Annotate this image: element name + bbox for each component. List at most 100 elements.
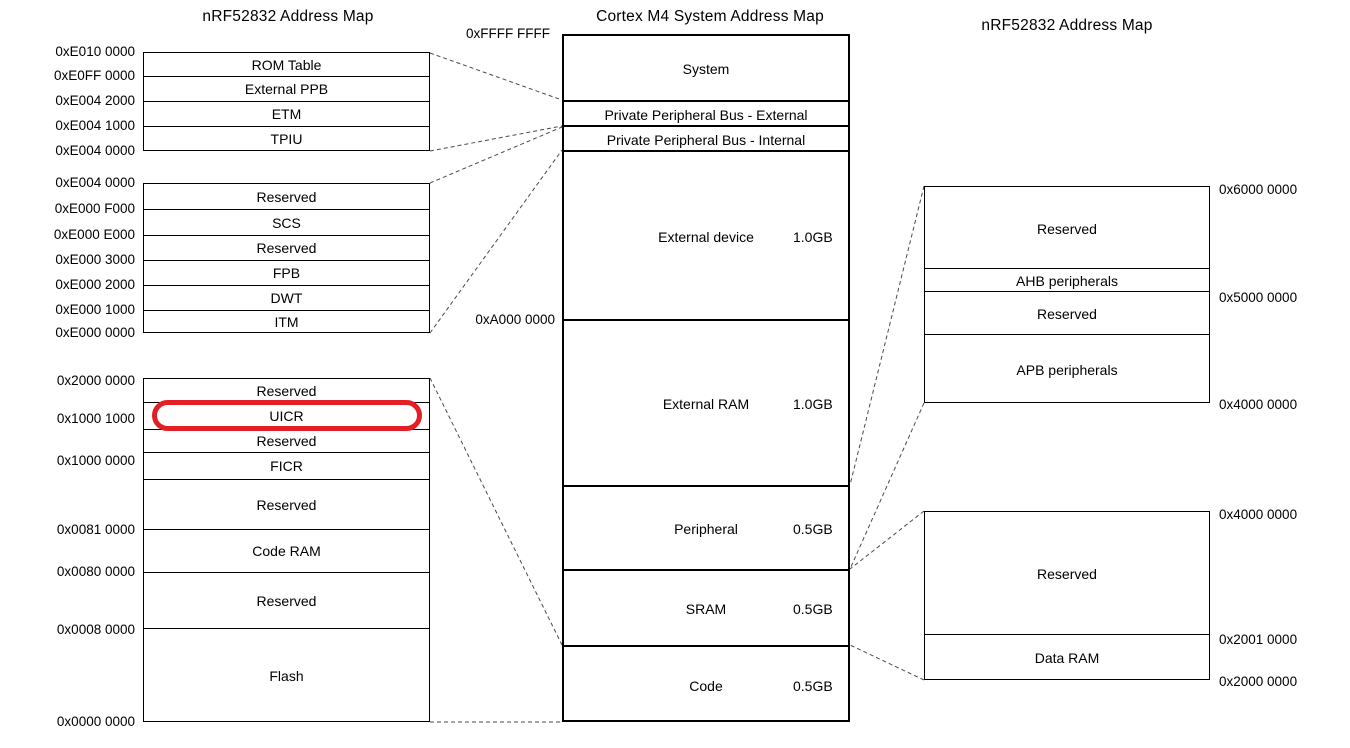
memory-region-label: APB peripherals bbox=[1016, 361, 1118, 378]
memory-region-label: Reserved bbox=[1037, 306, 1097, 323]
memory-region-row: Data RAM bbox=[925, 634, 1209, 681]
memory-region-label: UICR bbox=[269, 408, 304, 425]
size-label: 0.5GB bbox=[793, 677, 833, 694]
address-label: 0x6000 0000 bbox=[1219, 182, 1298, 197]
memory-region-row: ROM Table bbox=[144, 53, 429, 77]
memory-region-label: SCS bbox=[272, 214, 301, 231]
memory-region-label: AHB peripherals bbox=[1016, 273, 1118, 290]
connector-line bbox=[429, 149, 563, 334]
memory-region-row: TPIU bbox=[144, 125, 429, 153]
left-map-title: nRF52832 Address Map bbox=[202, 8, 374, 25]
memory-region-label: Reserved bbox=[256, 592, 317, 609]
memory-region-row: Reserved bbox=[925, 512, 1209, 636]
memory-region-label: Reserved bbox=[256, 383, 317, 399]
memory-region-row: External RAM 1.0GB bbox=[564, 319, 848, 487]
memory-region-label: Code RAM bbox=[252, 543, 321, 560]
memory-region-row: Reserved bbox=[925, 187, 1209, 270]
memory-region-label: ROM Table bbox=[251, 57, 322, 73]
address-label: 0x0008 0000 bbox=[56, 622, 135, 637]
address-label: 0x2000 0000 bbox=[1219, 674, 1298, 689]
memory-region-label: Data RAM bbox=[1034, 650, 1100, 667]
address-label: 0xE000 E000 bbox=[53, 227, 135, 242]
memory-region-label: Private Peripheral Bus - External bbox=[604, 106, 808, 123]
memory-region-row: AHB peripherals bbox=[925, 268, 1209, 293]
memory-region-row: DWT bbox=[144, 284, 429, 312]
address-label: 0xE004 0000 bbox=[55, 143, 135, 158]
memory-region-label: ETM bbox=[271, 106, 302, 123]
memory-region-row: Code 0.5GB bbox=[564, 645, 848, 724]
center-map-title: Cortex M4 System Address Map bbox=[596, 8, 824, 25]
memory-region-row: APB peripherals bbox=[925, 334, 1209, 404]
memory-region-label: External device bbox=[658, 228, 754, 245]
uicr-highlight-oval bbox=[152, 400, 422, 431]
memory-region-label: FPB bbox=[272, 265, 301, 282]
size-label: 1.0GB bbox=[793, 396, 833, 412]
connector-line bbox=[849, 185, 925, 486]
memory-region-label: DWT bbox=[270, 290, 303, 307]
address-label: 0x2001 0000 bbox=[1219, 632, 1298, 647]
address-label: 0x5000 0000 bbox=[1219, 290, 1298, 305]
address-label: 0x0080 0000 bbox=[56, 564, 135, 579]
address-label-top: 0xFFFF FFFF bbox=[466, 26, 550, 41]
memory-region-label: ITM bbox=[274, 314, 299, 331]
memory-region-label: Reserved bbox=[256, 240, 317, 257]
memory-region-row: Reserved bbox=[144, 234, 429, 262]
address-label: 0xE004 2000 bbox=[55, 93, 135, 108]
address-label: 0xE004 1000 bbox=[55, 118, 135, 133]
memory-region-row: System bbox=[564, 36, 848, 102]
memory-region-row: Code RAM bbox=[144, 528, 429, 574]
memory-region-row: SCS bbox=[144, 208, 429, 237]
memory-region-row: Private Peripheral Bus - External bbox=[564, 100, 848, 127]
memory-region-label: Private Peripheral Bus - Internal bbox=[606, 131, 806, 148]
size-label: 1.0GB bbox=[793, 228, 833, 245]
memory-region-label: Reserved bbox=[256, 433, 317, 450]
address-label: 0xE000 F000 bbox=[54, 201, 135, 216]
memory-region-label: Code bbox=[689, 677, 723, 694]
connector-line bbox=[429, 126, 563, 184]
memory-region-label: External RAM bbox=[662, 396, 750, 412]
memory-region-row: Reserved bbox=[925, 291, 1209, 336]
memory-region-row: External device 1.0GB bbox=[564, 150, 848, 321]
memory-region-row: Peripheral 0.5GB bbox=[564, 485, 848, 571]
address-label-mid: 0xA000 0000 bbox=[475, 312, 555, 327]
address-label: 0xE004 0000 bbox=[55, 175, 135, 190]
connector-line bbox=[849, 644, 925, 681]
address-label: 0x2000 0000 bbox=[56, 373, 135, 388]
memory-region-label: Reserved bbox=[256, 496, 317, 513]
connector-line bbox=[429, 377, 563, 646]
memory-region-row: Flash bbox=[144, 627, 429, 724]
address-label: 0xE0FF 0000 bbox=[53, 68, 135, 83]
address-label: 0x0081 0000 bbox=[56, 522, 135, 537]
memory-region-row: ETM bbox=[144, 100, 429, 128]
address-label: 0x0000 0000 bbox=[56, 714, 135, 729]
memory-region-label: System bbox=[682, 61, 730, 77]
memory-region-label: TPIU bbox=[270, 131, 303, 148]
memory-region-row: Private Peripheral Bus - Internal bbox=[564, 125, 848, 152]
address-label: 0xE000 3000 bbox=[55, 252, 135, 267]
memory-region-label: SRAM bbox=[685, 601, 727, 617]
memory-region-label: Reserved bbox=[1037, 220, 1097, 237]
memory-region-row: FPB bbox=[144, 259, 429, 287]
right-map-title: nRF52832 Address Map bbox=[981, 17, 1153, 34]
memory-region-row: Reserved bbox=[144, 478, 429, 531]
memory-region-label: Peripheral bbox=[674, 521, 738, 537]
memory-region-row: ITM bbox=[144, 309, 429, 335]
memory-region-row: FICR bbox=[144, 451, 429, 481]
connector-line bbox=[849, 402, 925, 570]
address-label: 0xE000 1000 bbox=[55, 302, 135, 317]
size-label: 0.5GB bbox=[793, 521, 833, 537]
memory-region-row: Reserved bbox=[144, 379, 429, 403]
address-label: 0x1000 1000 bbox=[56, 411, 135, 426]
address-label: 0xE000 0000 bbox=[55, 325, 135, 340]
memory-region-label: FICR bbox=[270, 458, 303, 475]
connector-line bbox=[849, 510, 925, 570]
memory-region-row: Reserved bbox=[144, 428, 429, 454]
memory-region-label: Flash bbox=[269, 667, 304, 684]
